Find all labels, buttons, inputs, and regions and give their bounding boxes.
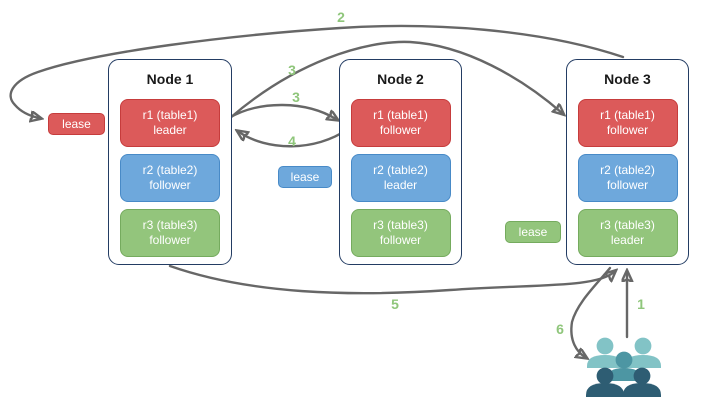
replica-role: follower [149, 178, 191, 192]
replica-name: r2 (table2) [142, 163, 198, 177]
replica-role: follower [149, 233, 191, 247]
user-person-top-left [587, 337, 623, 368]
replica-name: r2 (table2) [600, 163, 655, 177]
replica-name: r2 (table2) [373, 163, 428, 177]
replica-role: leader [153, 123, 187, 137]
replica-name: r3 (table3) [142, 218, 198, 232]
user-person-bottom-left [586, 367, 624, 397]
node1-replica-r3: r3 (table3) follower [120, 209, 220, 257]
lease-tag-red: lease [48, 113, 105, 135]
lease-tag-blue: lease [278, 166, 332, 188]
replica-name: r1 (table1) [600, 108, 655, 122]
node1-replica-r2: r2 (table2) follower [120, 154, 220, 202]
replica-role: leader [610, 233, 645, 247]
step-label-4: 4 [288, 133, 296, 149]
step-label-3a: 3 [288, 62, 296, 78]
node3-replica-r2: r2 (table2) follower [577, 154, 678, 202]
step-label-6: 6 [556, 321, 564, 337]
node3-replica-r3: r3 (table3) leader [577, 209, 678, 257]
arrow-step-5 [168, 264, 614, 295]
node2-replica-r1: r1 (table1) follower [350, 99, 451, 147]
node1-replica-r1: r1 (table1) leader [120, 99, 220, 147]
step-label-2: 2 [337, 9, 345, 25]
node2-replica-r2: r2 (table2) leader [350, 154, 451, 202]
replica-role: leader [383, 178, 418, 192]
replica-name: r3 (table3) [373, 218, 428, 232]
replica-role: follower [379, 123, 422, 137]
user-person-center [607, 351, 641, 381]
step-label-1: 1 [637, 296, 645, 312]
replica-name: r1 (table1) [142, 108, 198, 122]
user-person-top-right [625, 337, 661, 368]
replica-role: follower [606, 123, 649, 137]
node3-replica-r1: r1 (table1) follower [577, 99, 678, 147]
step-label-5: 5 [391, 296, 399, 312]
replica-name: r3 (table3) [600, 218, 655, 232]
users-icon [586, 337, 661, 397]
node-1: Node 1 r1 (table1) leader r2 (table2) fo… [108, 59, 232, 265]
replica-role: follower [606, 178, 649, 192]
arrow-step-3-to-node2 [227, 103, 336, 119]
step-label-3b: 3 [292, 89, 300, 105]
node-2: Node 2 r1 (table1) follower r2 (table2) … [339, 59, 462, 265]
arrow-step-2 [9, 24, 625, 118]
node-1-title: Node 1 [146, 71, 194, 87]
replica-name: r1 (table1) [373, 108, 428, 122]
user-person-bottom-right [623, 367, 661, 397]
lease-tag-green: lease [505, 221, 561, 243]
node-2-title: Node 2 [377, 71, 424, 87]
node2-replica-r3: r3 (table3) follower [350, 209, 451, 257]
replica-role: follower [379, 233, 422, 247]
node-3: Node 3 r1 (table1) follower r2 (table2) … [566, 59, 689, 265]
node-3-title: Node 3 [604, 71, 651, 87]
